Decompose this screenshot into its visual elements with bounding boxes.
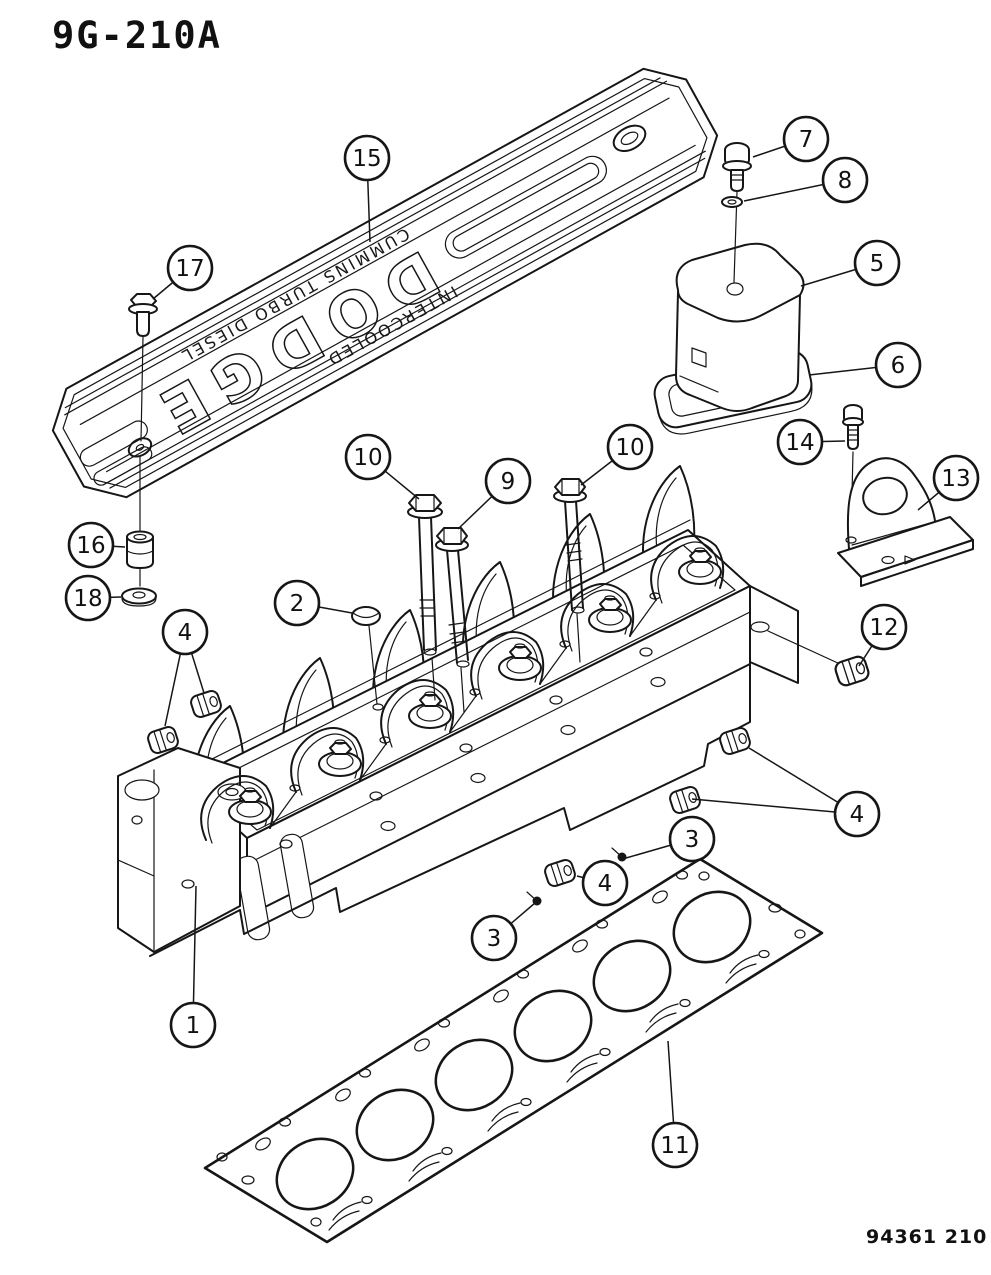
callout-number: 10 <box>353 445 382 471</box>
callout-circle <box>932 454 980 502</box>
callout-16: 16 <box>67 521 126 569</box>
breather-washer <box>721 196 743 208</box>
callout-1: 1 <box>169 885 217 1049</box>
callout-number: 2 <box>290 591 305 617</box>
callout-15: 15 <box>343 134 391 243</box>
callout-13: 13 <box>917 454 980 511</box>
callout-11: 11 <box>651 1040 699 1169</box>
callout-leader-line <box>691 798 858 815</box>
callout-10: 10 <box>580 423 654 486</box>
callout-number: 12 <box>869 615 898 641</box>
callout-circle <box>668 815 716 863</box>
callout-circle <box>67 521 115 569</box>
callout-circle <box>833 790 881 838</box>
callout-circle <box>166 244 214 292</box>
screw-right <box>611 847 627 862</box>
callout-number: 7 <box>799 127 814 153</box>
callout-circle <box>821 156 869 204</box>
callout-circle <box>344 433 392 481</box>
head-gasket <box>203 857 824 1244</box>
callout-number: 17 <box>175 256 204 282</box>
callout-number: 5 <box>870 251 885 277</box>
callout-circle <box>606 423 654 471</box>
callout-circle <box>853 239 901 287</box>
callout-circle <box>776 418 824 466</box>
callout-5: 5 <box>800 239 901 287</box>
callout-3: 3 <box>470 902 536 962</box>
callout-circle <box>782 115 830 163</box>
callout-2: 2 <box>273 579 353 627</box>
callout-6: 6 <box>808 341 922 389</box>
callout-number: 15 <box>352 146 381 172</box>
callout-number: 4 <box>178 620 193 646</box>
callout-number: 16 <box>76 533 105 559</box>
callout-circle <box>470 914 518 962</box>
callout-circle <box>273 579 321 627</box>
callout-circle <box>860 603 908 651</box>
callout-14: 14 <box>776 418 846 466</box>
head-bolt-short <box>435 527 470 668</box>
callout-number: 13 <box>941 466 970 492</box>
callout-number: 6 <box>891 353 906 379</box>
callout-circle <box>484 457 532 505</box>
callout-circle <box>169 1001 217 1049</box>
cover-washer <box>121 587 157 607</box>
breather-bolt <box>722 142 752 283</box>
cover-isolator <box>126 530 154 569</box>
callout-circle <box>64 574 112 622</box>
callout-10: 10 <box>344 433 420 500</box>
callout-circle <box>651 1121 699 1169</box>
cylinder-head <box>117 465 799 957</box>
callout-3: 3 <box>625 815 716 863</box>
callout-4: 4 <box>691 747 881 838</box>
grommets <box>145 630 872 889</box>
callout-12: 12 <box>858 603 908 667</box>
callout-circle <box>581 859 629 907</box>
callout-18: 18 <box>64 574 122 622</box>
callout-number: 4 <box>598 871 613 897</box>
callout-number: 8 <box>838 168 853 194</box>
lifting-bracket <box>837 457 974 587</box>
breather-cover <box>675 242 805 412</box>
callout-17: 17 <box>152 244 214 300</box>
callout-4: 4 <box>161 608 209 727</box>
callout-circle <box>161 608 209 656</box>
head-bolt-long-left <box>407 494 443 656</box>
head-bolt-long-right <box>553 478 587 614</box>
catalog-code: 94361 210 <box>866 1226 988 1248</box>
callout-4: 4 <box>576 859 629 907</box>
callout-number: 3 <box>487 926 502 952</box>
callout-number: 4 <box>850 802 865 828</box>
callout-number: 9 <box>501 469 516 495</box>
callout-9: 9 <box>457 457 532 530</box>
callout-number: 11 <box>660 1133 689 1159</box>
callout-circle <box>874 341 922 389</box>
callout-number: 1 <box>186 1013 201 1039</box>
figure-number: 9G-210A <box>52 14 222 57</box>
callout-number: 18 <box>73 586 102 612</box>
callout-number: 10 <box>615 435 644 461</box>
callout-circle <box>343 134 391 182</box>
callout-number: 14 <box>785 430 814 456</box>
head-plug <box>351 606 384 711</box>
callout-8: 8 <box>743 156 869 204</box>
callout-number: 3 <box>685 827 700 853</box>
head-bolts <box>407 478 587 713</box>
callout-7: 7 <box>752 115 830 163</box>
cover-bolt <box>128 293 158 587</box>
